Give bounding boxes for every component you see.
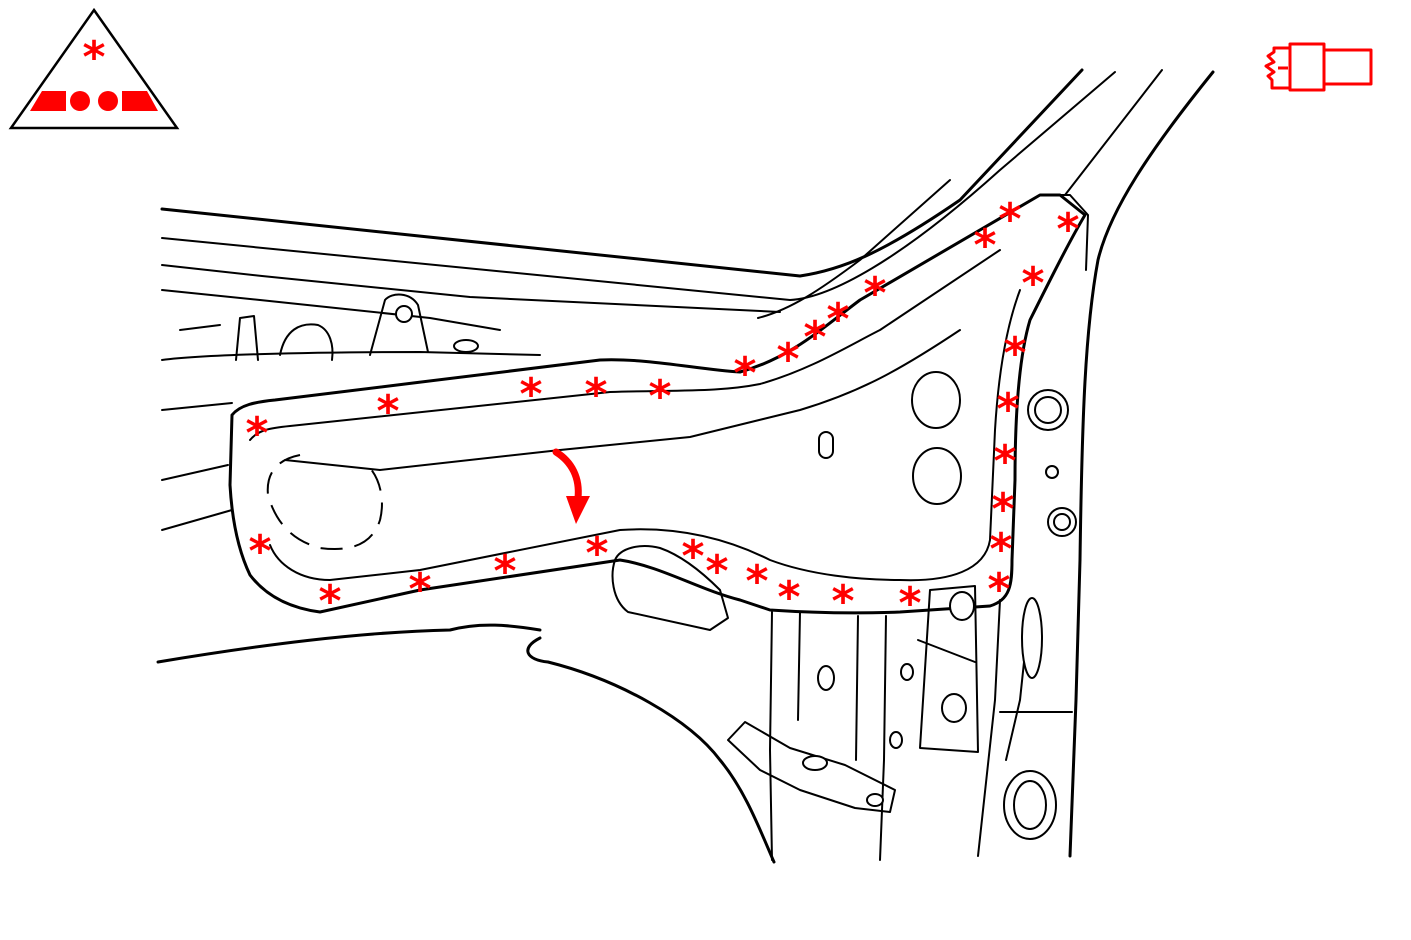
spot-weld-marker: * (584, 369, 607, 420)
spot-weld-marker: * (493, 546, 516, 597)
spot-weld-marker: * (376, 386, 399, 437)
spot-weld-marker: * (705, 546, 728, 597)
spot-weld-marker: * (745, 556, 768, 607)
remove-direction-arrow-icon (552, 448, 590, 524)
spot-weld-marker: * (831, 576, 854, 627)
spot-weld-marker: * (777, 572, 800, 623)
spot-weld-marker: * (998, 194, 1021, 245)
spot-weld-marker: * (863, 268, 886, 319)
vehicle-body-structure (156, 68, 1215, 864)
spot-weld-marker: * (1056, 204, 1079, 255)
spot-weld-marker: * (681, 531, 704, 582)
spot-weld-marker: * (803, 312, 826, 363)
spot-weld-marker: * (989, 524, 1012, 575)
spot-weld-marker: * (1021, 258, 1044, 309)
spot-weld-marker: * (318, 576, 341, 627)
spot-weld-marker: * (826, 294, 849, 345)
spot-weld-marker: * (248, 526, 271, 577)
spot-weld-gun-icon (1264, 42, 1373, 92)
spot-weld-marker: * (585, 528, 608, 579)
spot-weld-marker: * (991, 484, 1014, 535)
svg-text:*: * (82, 32, 105, 83)
spot-weld-marker: * (993, 436, 1016, 487)
spot-weld-marker: * (996, 384, 1019, 435)
spot-weld-marker: * (408, 564, 431, 615)
spot-weld-marker: * (519, 369, 542, 420)
spot-weld-marker: * (776, 334, 799, 385)
spot-weld-marker: * (648, 371, 671, 422)
spot-weld-marker: * (973, 220, 996, 271)
spot-weld-marker: * (245, 408, 268, 459)
weld-points: ******************************* (245, 194, 1079, 629)
spot-weld-marker: * (1003, 328, 1026, 379)
spot-weld-symbol-icon: * (8, 7, 180, 130)
spot-weld-marker: * (898, 578, 921, 629)
spot-weld-marker: * (733, 348, 756, 399)
spot-weld-marker: * (987, 564, 1010, 615)
